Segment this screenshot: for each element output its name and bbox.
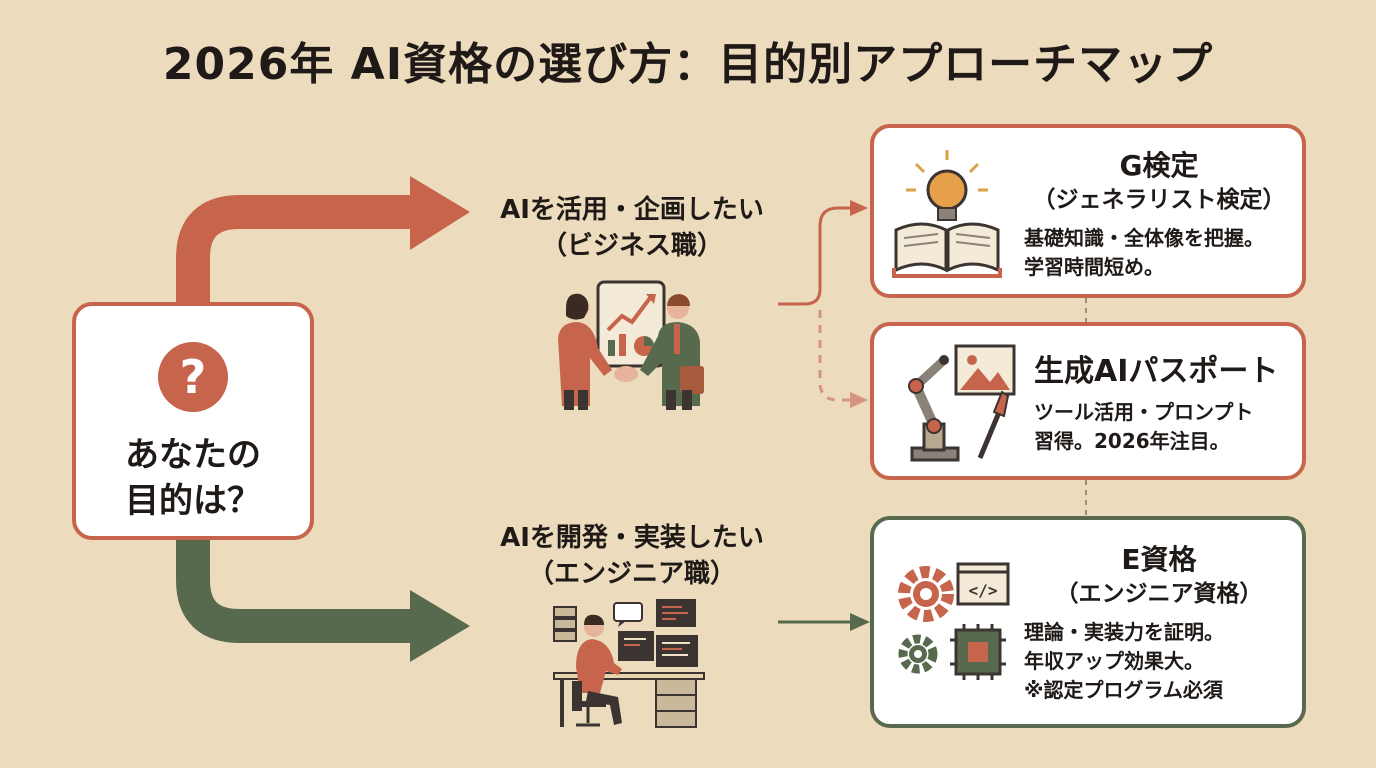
business-arrow-head [410,176,470,250]
e-shikaku-desc-line1: 理論・実装力を証明。 [1024,620,1224,644]
business-path-line1: AIを活用・企画したい [500,195,764,225]
handshake-illustration [558,280,704,410]
purpose-question-text: あなたの 目的は？ [125,435,261,521]
business-flow-arrow [176,195,412,305]
g-kentei-text: G検定 （ジェネラリスト検定） 基礎知識・全体像を把握。 学習時間短め。 [1024,148,1294,282]
page-title: 2026年 AI資格の選び方：目的別アプローチマップ [162,39,1214,90]
engineer-path-line1: AIを開発・実装したい [500,523,764,553]
engineer-arrow-head [410,590,470,662]
gear-chip-code-icon: </> [898,562,1010,680]
engineer-flow-arrow [176,538,412,643]
gen-ai-desc-line2: 習得。2026年注目。 [1034,429,1230,453]
engineer-desk-illustration [553,599,705,728]
cert-card-e-shikaku: </> E資格 （エンジニア資格） 理論・実装力を証明。 年収アップ効果大。 ※… [870,516,1306,728]
business-path-line2: （ビジネス職） [540,231,723,261]
cert-card-gen-ai-passport: 生成AIパスポート ツール活用・プロンプト 習得。2026年注目。 [870,322,1306,480]
g-kentei-desc-line2: 学習時間短め。 [1024,255,1164,279]
engineer-path-label: AIを開発・実装したい （エンジニア職） [452,520,812,592]
purpose-question-box: ? あなたの 目的は？ [72,302,314,540]
code-symbol: </> [969,581,998,600]
e-shikaku-text: E資格 （エンジニア資格） 理論・実装力を証明。 年収アップ効果大。 ※認定プロ… [1024,542,1294,705]
engineer-path-line2: （エンジニア職） [527,559,736,589]
g-kentei-name: G検定 [1119,149,1199,182]
gen-ai-text: 生成AIパスポート ツール活用・プロンプト 習得。2026年注目。 [1034,354,1294,456]
lightbulb-book-icon [892,150,1002,278]
g-kentei-subtitle: （ジェネラリスト検定） [1032,187,1286,213]
g-kentei-description: 基礎知識・全体像を把握。 学習時間短め。 [1024,224,1294,282]
e-shikaku-name: E資格 [1121,543,1197,576]
e-shikaku-desc-line2: 年収アップ効果大。 [1024,649,1204,673]
to-g-kentei-arrow [778,206,852,306]
e-shikaku-description: 理論・実装力を証明。 年収アップ効果大。 ※認定プログラム必須 [1024,618,1294,705]
to-gen-ai-arrow [818,310,852,402]
gen-ai-description: ツール活用・プロンプト 習得。2026年注目。 [1034,398,1294,456]
robot-arm-art-icon [908,344,1016,462]
gen-ai-name: 生成AIパスポート [1034,354,1279,389]
e-shikaku-desc-line3: ※認定プログラム必須 [1024,678,1223,702]
gen-ai-desc-line1: ツール活用・プロンプト [1034,400,1254,424]
e-shikaku-subtitle: （エンジニア資格） [1055,581,1263,607]
question-icon: ? [158,342,228,412]
cert-card-g-kentei: G検定 （ジェネラリスト検定） 基礎知識・全体像を把握。 学習時間短め。 [870,124,1306,298]
g-kentei-desc-line1: 基礎知識・全体像を把握。 [1024,226,1264,250]
business-path-label: AIを活用・企画したい （ビジネス職） [452,192,812,264]
